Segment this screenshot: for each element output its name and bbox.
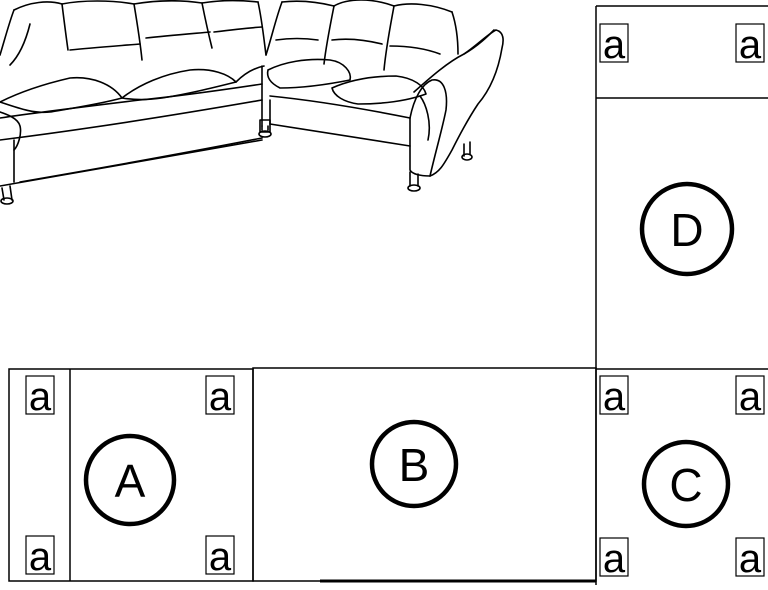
corner-sofa-illustration [0, 0, 503, 204]
svg-text:a: a [209, 375, 232, 419]
marker-a-module-c-bottom-left: a [600, 537, 628, 581]
marker-a-module-c-top-right: a [736, 375, 764, 419]
marker-a-module-c-top-left: a [600, 375, 628, 419]
svg-text:a: a [603, 23, 626, 67]
marker-a-module-a-bottom-right: a [206, 535, 234, 579]
module-a-label: A [86, 436, 174, 524]
svg-text:a: a [29, 535, 52, 579]
marker-a-module-a-top-left: a [26, 375, 54, 419]
svg-text:a: a [603, 537, 626, 581]
module-b-label: B [372, 422, 456, 506]
module-d-label: D [642, 184, 732, 274]
svg-text:a: a [29, 375, 52, 419]
marker-a-module-c-bottom-right: a [736, 537, 764, 581]
marker-a-module-d-top-left: a [600, 23, 628, 67]
svg-text:A: A [115, 455, 146, 507]
svg-text:a: a [739, 375, 762, 419]
svg-text:a: a [739, 537, 762, 581]
svg-text:a: a [209, 535, 232, 579]
module-c-label: C [644, 442, 728, 526]
marker-a-module-d-top-right: a [736, 23, 764, 67]
svg-text:D: D [670, 204, 703, 256]
svg-text:a: a [739, 23, 762, 67]
svg-text:B: B [399, 439, 430, 491]
marker-a-module-a-bottom-left: a [26, 535, 54, 579]
marker-a-module-a-top-right: a [206, 375, 234, 419]
svg-text:C: C [669, 459, 702, 511]
svg-text:a: a [603, 375, 626, 419]
